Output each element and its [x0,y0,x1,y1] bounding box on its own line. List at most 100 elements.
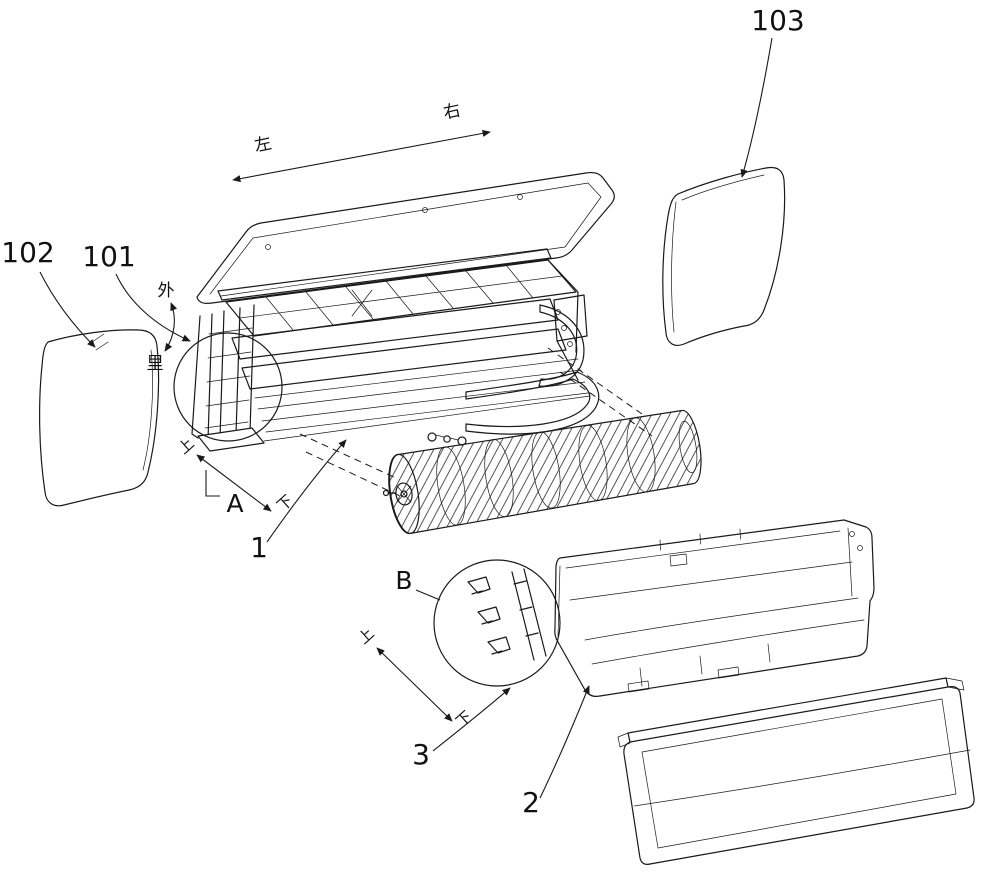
side-panel-left-outline [39,329,160,507]
side-panel-right-outline [662,166,786,346]
lower-housing-front-ribs [639,643,771,687]
heat-exchanger-fins-lower [241,328,567,390]
top-cover-screw-boss [422,207,428,213]
heat-exchanger-tube-end [567,341,573,347]
lower-housing-screw [857,545,863,551]
leader-102 [39,271,96,348]
heat-exchanger-tubes [254,358,589,433]
leader-103 [740,37,773,178]
leader-lines [39,37,773,799]
lower-housing-left-edge [557,565,561,637]
lower-housing-outline [554,519,875,697]
fan-right-end-ring [678,420,698,474]
top-cover-inner-rim [209,182,602,297]
chassis-bottom-rail [263,395,591,442]
label-103: 103 [751,4,804,37]
side-panel-right [662,166,786,346]
clip-hook-1 [467,576,491,595]
bracket-101-rungs [204,327,253,429]
chassis-back-rail [217,248,552,301]
clip-parts [467,568,547,661]
fan-segment-ring [484,439,514,517]
front-panel-crease [633,749,971,807]
arrow-up-down-a [196,454,272,512]
fan-segment-ring [626,417,656,493]
pipe-fitting-links [435,434,459,441]
bracket-a-label [205,470,220,497]
chassis-top-grid [225,259,577,337]
lower-housing-back-wall [569,561,853,601]
clip-hook-3 [487,636,511,655]
fan-shaft-end [382,489,390,497]
heat-exchanger-fins-upper [231,298,559,360]
label-direction-outside: 外 [158,281,175,301]
chassis-grid-ribs [265,264,534,331]
label-101: 101 [82,240,135,273]
cross-flow-fan [382,409,702,535]
label-direction-right: 右 [442,100,463,123]
assembly-guide-lines [299,347,653,497]
label-direction-up-b: 上 [354,624,377,647]
leader-3 [432,687,511,752]
side-panel-left [39,329,160,507]
front-panel-outline [623,686,975,865]
guide-dashed-left-1 [299,433,397,479]
pipe-fitting [443,435,451,443]
front-panel-left-tab [617,732,631,748]
chassis-grid-brace [351,289,373,317]
lower-housing-screw [849,531,855,537]
leader-101 [115,273,191,342]
guide-dashed-right-2 [559,371,653,437]
fan-left-end-cap [388,453,420,535]
detail-circle-a [173,332,283,442]
lower-housing-scroll-curve-1 [584,597,859,641]
top-cover-outline [196,171,615,304]
pipe-coil [538,304,585,387]
lower-housing-scroll-curve-2 [591,619,865,665]
leader-1 [266,439,347,543]
chassis-grid-mid-rail [239,275,563,319]
label-102: 102 [1,236,54,269]
fan-hub [395,482,413,506]
guide-dashed-left-2 [305,451,401,497]
arrow-outside-inside [164,302,178,352]
top-cover-screw-boss [517,194,523,200]
side-panel-right-thickness-line [671,201,677,333]
lower-housing-back-details [659,527,853,597]
front-panel [617,677,975,865]
side-panel-right-edge-line [681,174,765,201]
lower-housing [554,519,875,697]
pipe-fitting [427,432,437,442]
guide-dashed-right-1 [547,347,643,415]
label-1: 1 [250,531,268,564]
direction-arrows [164,129,491,722]
side-panel-left-thickness-line [142,349,153,471]
front-panel-inner-face [641,698,957,849]
lower-housing-top-notch [669,553,688,567]
bracket-101-foot [197,427,265,452]
label-direction-inside: 里 [147,354,164,374]
arrow-up-down-b [376,647,453,722]
heat-exchanger-tube-end [561,325,567,331]
front-panel-right-tab [945,677,965,691]
lower-housing-bottom-tabs [627,666,740,693]
fan-shaft [400,490,408,498]
label-direction-left: 左 [253,133,274,156]
pipe-u-bend [465,371,600,435]
leader-b [415,589,441,601]
detail-circle-b [433,559,561,687]
fan-segment-ring [436,446,466,526]
bracket-101-uprights [207,304,255,441]
label-2: 2 [522,786,540,819]
chassis-left-edge [191,315,201,439]
chassis-right-end [547,259,588,381]
label-detail-a: A [226,489,243,518]
label-direction-down-b: 下 [452,707,475,730]
label-direction-up-a: 上 [174,434,197,457]
lower-housing-inner-rim [565,530,841,569]
arrow-left-right [232,129,491,183]
fan-hub-spokes [396,485,412,503]
clip-hook-2 [477,606,501,625]
